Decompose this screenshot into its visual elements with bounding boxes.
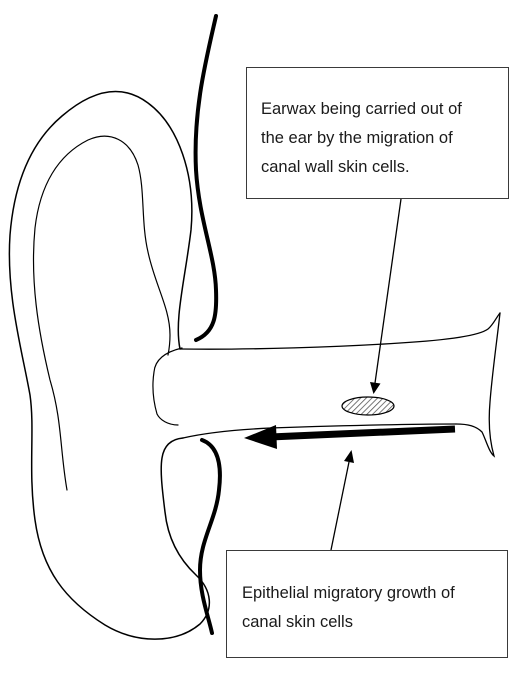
earwax-callout-line-3: canal wall skin cells. xyxy=(261,158,410,176)
pinna-outer-outline xyxy=(8,90,210,640)
earwax-particle xyxy=(341,396,395,416)
head-boundary-upper xyxy=(193,14,219,342)
earwax-callout-line-2: the ear by the migration of xyxy=(261,129,453,147)
migration-arrowhead xyxy=(244,425,277,449)
epithelial-callout-line-2: canal skin cells xyxy=(242,613,353,631)
canal-upper-wall xyxy=(179,312,501,350)
earwax-pointer-line xyxy=(374,198,402,384)
head-boundary-lower xyxy=(197,438,222,635)
epithelial-pointer-line xyxy=(330,461,350,551)
earwax-callout-line-1: Earwax being carried out of xyxy=(261,100,462,118)
earwax-callout-box: Earwax being carried out of the ear by t… xyxy=(246,67,509,199)
canal-entrance-curve xyxy=(152,347,183,426)
epithelial-pointer-arrowhead xyxy=(344,450,354,463)
earwax-pointer-arrowhead xyxy=(370,382,381,394)
epithelial-callout-box: Epithelial migratory growth of canal ski… xyxy=(226,550,508,658)
eardrum-flare xyxy=(455,312,501,458)
pinna-inner-fold xyxy=(32,135,171,491)
canal-lower-wall xyxy=(182,423,457,439)
migration-arrow-shaft xyxy=(269,425,456,441)
epithelial-callout-line-1: Epithelial migratory growth of xyxy=(242,584,455,602)
